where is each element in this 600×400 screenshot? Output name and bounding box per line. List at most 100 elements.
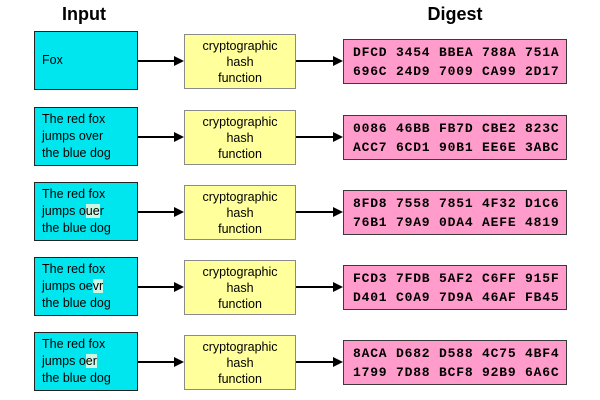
flow-arrow-icon xyxy=(296,31,343,91)
arrow-shaft xyxy=(296,211,334,213)
arrow-shaft xyxy=(138,286,175,288)
digest-box: DFCD 3454 BBEA 788A 751A 696C 24D9 7009 … xyxy=(343,39,567,84)
flow-arrow-icon xyxy=(138,31,184,91)
hash-row: The red fox jumps oer the blue dog crypt… xyxy=(0,332,600,392)
arrow-shaft xyxy=(296,361,334,363)
input-line: The red fox xyxy=(42,261,137,278)
arrow-head xyxy=(333,131,343,142)
hash-box-line: cryptographic xyxy=(202,264,278,279)
input-text-segment: The red fox xyxy=(42,187,106,201)
changed-text-highlight: ue xyxy=(85,204,100,218)
digest-line: 0086 46BB FB7D CBE2 823C xyxy=(353,120,560,136)
input-text-segment: The red fox xyxy=(42,337,106,351)
hash-box-line: function xyxy=(218,70,262,85)
input-line: the blue dog xyxy=(42,295,137,312)
arrow-head xyxy=(333,281,343,292)
arrow-head xyxy=(333,356,343,367)
digest-line: 8ACA D682 D588 4C75 4BF4 xyxy=(353,345,560,361)
digest-line: 1799 7D88 BCF8 92B9 6A6C xyxy=(353,364,560,380)
flow-arrow-icon xyxy=(296,107,343,167)
input-line: The red fox xyxy=(42,111,137,128)
hash-box-line: function xyxy=(218,221,262,236)
hash-box-line: function xyxy=(218,146,262,161)
digest-line: D401 C0A9 7D9A 46AF FB45 xyxy=(353,289,560,305)
input-text-segment: The red fox xyxy=(42,112,106,126)
digest-box: FCD3 7FDB 5AF2 C6FF 915F D401 C0A9 7D9A … xyxy=(343,265,567,310)
input-line: the blue dog xyxy=(42,145,137,162)
digest-line: ACC7 6CD1 90B1 EE6E 3ABC xyxy=(353,139,560,155)
input-text-segment: Fox xyxy=(42,53,63,67)
input-line: jumps oer xyxy=(42,353,137,370)
changed-text-highlight: er xyxy=(85,354,97,368)
hash-box-line: hash xyxy=(226,54,254,69)
digest-box: 0086 46BB FB7D CBE2 823C ACC7 6CD1 90B1 … xyxy=(343,115,567,160)
hash-function-box: cryptographic hash function xyxy=(184,260,296,315)
hash-box-line: cryptographic xyxy=(202,339,278,354)
digest-line: 76B1 79A9 0DA4 AEFE 4819 xyxy=(353,214,560,230)
arrow-shaft xyxy=(138,60,175,62)
flow-arrow-icon xyxy=(138,257,184,317)
arrow-head xyxy=(174,131,184,142)
digest-box: 8ACA D682 D588 4C75 4BF4 1799 7D88 BCF8 … xyxy=(343,340,567,385)
arrow-shaft xyxy=(296,136,334,138)
input-line: Fox xyxy=(42,52,137,69)
digest-line: 696C 24D9 7009 CA99 2D17 xyxy=(353,63,560,79)
hash-function-box: cryptographic hash function xyxy=(184,34,296,89)
flow-arrow-icon xyxy=(138,182,184,242)
arrow-head xyxy=(174,55,184,66)
hash-box-line: function xyxy=(218,371,262,386)
input-line: The red fox xyxy=(42,186,137,203)
flow-arrow-icon xyxy=(296,182,343,242)
arrow-shaft xyxy=(296,60,334,62)
changed-text-highlight: vr xyxy=(92,279,104,293)
hash-box-line: hash xyxy=(226,205,254,220)
hash-function-box: cryptographic hash function xyxy=(184,110,296,165)
digest-line: DFCD 3454 BBEA 788A 751A xyxy=(353,44,560,60)
flow-arrow-icon xyxy=(296,257,343,317)
arrow-head xyxy=(174,206,184,217)
input-text-segment: the blue dog xyxy=(42,296,111,310)
input-line: jumps over xyxy=(42,128,137,145)
hash-box-line: function xyxy=(218,296,262,311)
input-line: jumps oevr xyxy=(42,278,137,295)
input-line: The red fox xyxy=(42,336,137,353)
hash-box-line: hash xyxy=(226,280,254,295)
hash-row: Fox cryptographic hash function DFCD 345… xyxy=(0,31,600,91)
hash-row: The red fox jumps oevr the blue dog cryp… xyxy=(0,257,600,317)
input-column-title: Input xyxy=(62,4,106,24)
input-box: The red fox jumps oevr the blue dog xyxy=(34,257,138,316)
input-text-segment: jumps o xyxy=(42,204,86,218)
input-text-segment: the blue dog xyxy=(42,371,111,385)
hash-box-line: cryptographic xyxy=(202,38,278,53)
digest-line: FCD3 7FDB 5AF2 C6FF 915F xyxy=(353,270,560,286)
arrow-head xyxy=(174,356,184,367)
input-line: the blue dog xyxy=(42,220,137,237)
arrow-head xyxy=(174,281,184,292)
input-box: The red fox jumps oer the blue dog xyxy=(34,332,138,391)
hash-box-line: cryptographic xyxy=(202,114,278,129)
flow-arrow-icon xyxy=(138,332,184,392)
digest-box: 8FD8 7558 7851 4F32 D1C6 76B1 79A9 0DA4 … xyxy=(343,190,567,235)
hash-function-box: cryptographic hash function xyxy=(184,335,296,390)
input-box: The red fox jumps over the blue dog xyxy=(34,107,138,166)
hash-row: The red fox jumps ouer the blue dog cryp… xyxy=(0,182,600,242)
input-text-segment: the blue dog xyxy=(42,221,111,235)
arrow-head xyxy=(333,55,343,66)
arrow-head xyxy=(333,206,343,217)
input-text-segment: jumps over xyxy=(42,129,104,143)
input-line: jumps ouer xyxy=(42,203,137,220)
arrow-shaft xyxy=(138,136,175,138)
hash-box-line: cryptographic xyxy=(202,189,278,204)
flow-arrow-icon xyxy=(138,107,184,167)
input-box: The red fox jumps ouer the blue dog xyxy=(34,182,138,241)
digest-column-title: Digest xyxy=(427,4,483,24)
flow-arrow-icon xyxy=(296,332,343,392)
input-text-segment: The red fox xyxy=(42,262,106,276)
input-text-segment: jumps oe xyxy=(42,279,93,293)
input-text-segment: jumps o xyxy=(42,354,86,368)
arrow-shaft xyxy=(138,211,175,213)
hash-box-line: hash xyxy=(226,355,254,370)
input-line: the blue dog xyxy=(42,370,137,387)
input-text-segment: r xyxy=(99,204,104,218)
